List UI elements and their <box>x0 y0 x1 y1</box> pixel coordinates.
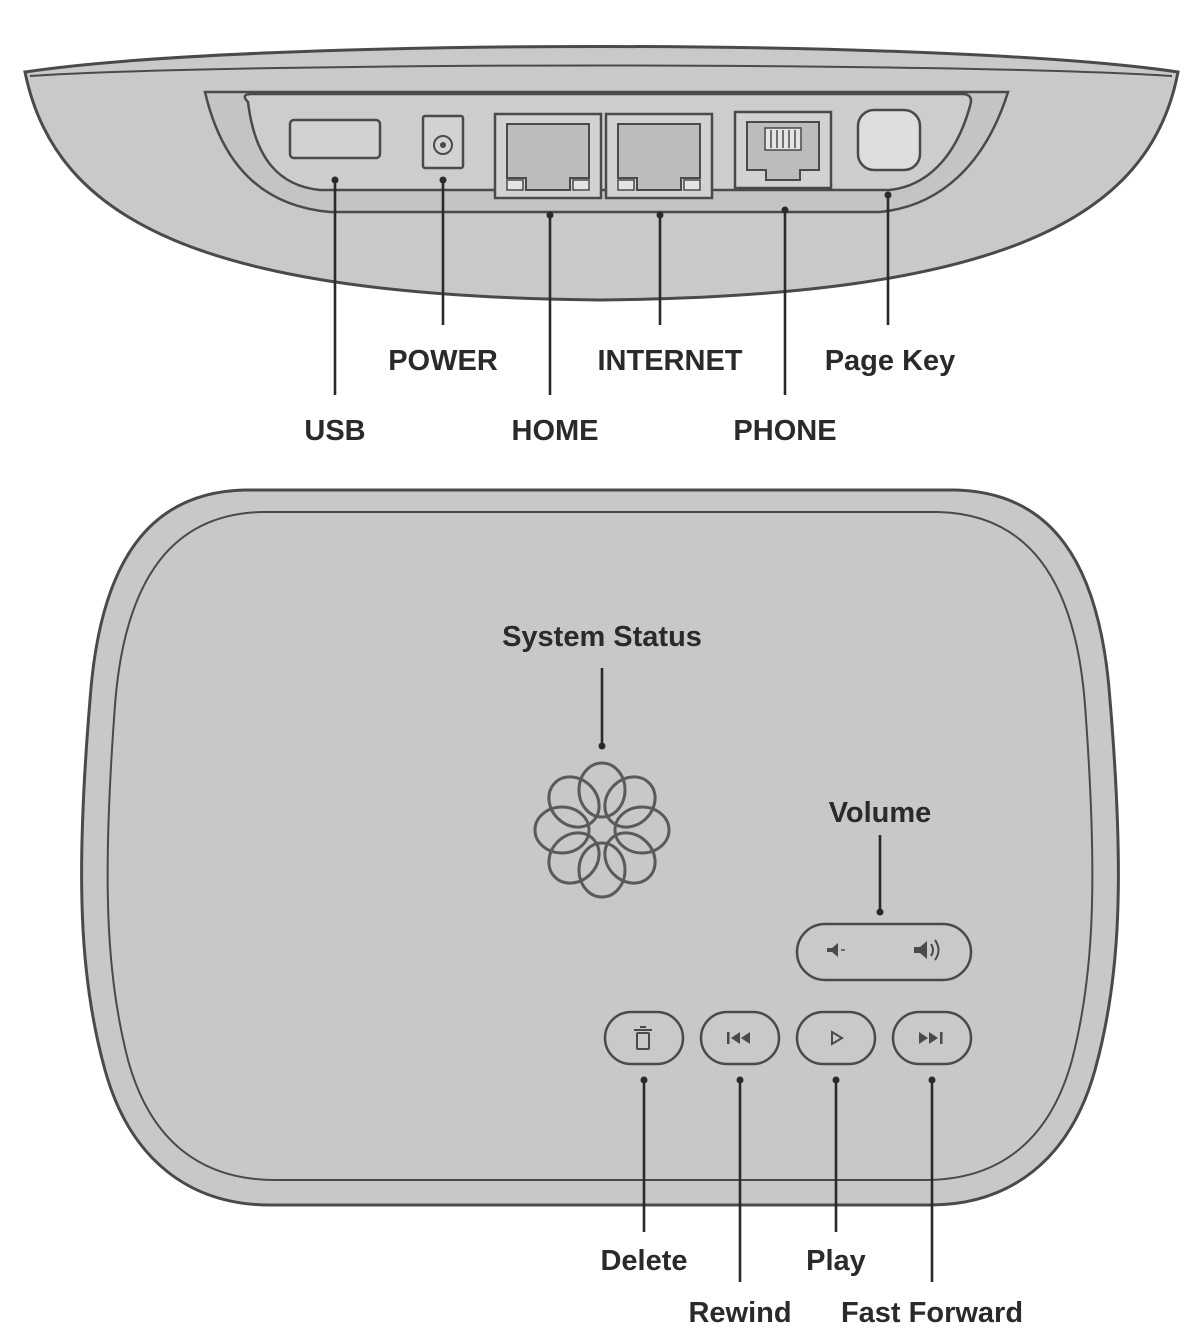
top-leader-lines <box>598 668 936 1282</box>
volume-up-icon[interactable] <box>914 939 940 961</box>
volume-down-icon[interactable] <box>827 943 845 957</box>
rear-rim <box>29 64 1173 77</box>
usb-port-icon[interactable] <box>288 118 382 160</box>
page-key-icon[interactable] <box>856 108 922 172</box>
page-key-label: Page Key <box>825 345 956 377</box>
usb-label: USB <box>304 415 365 447</box>
play-label: Play <box>806 1245 866 1277</box>
phone-label: PHONE <box>733 415 836 447</box>
flower-logo-icon <box>533 761 671 899</box>
play-button[interactable] <box>795 1010 877 1066</box>
fast-forward-button[interactable] <box>891 1010 973 1066</box>
rewind-label: Rewind <box>688 1297 791 1329</box>
ethernet-port-icon[interactable] <box>493 112 603 200</box>
rewind-icon <box>727 1032 750 1044</box>
power-jack-icon[interactable] <box>421 114 465 170</box>
fast-forward-label: Fast Forward <box>841 1297 1023 1329</box>
rear-panel: USB POWER HOME INTERNET PHONE Page Key <box>23 45 1180 447</box>
play-icon <box>831 1030 844 1046</box>
ethernet-port-icon[interactable] <box>604 112 714 200</box>
rewind-button[interactable] <box>699 1010 781 1066</box>
trash-icon <box>634 1026 652 1050</box>
delete-button[interactable] <box>603 1010 685 1066</box>
top-inner-edge <box>106 511 1094 1181</box>
volume-control[interactable] <box>795 922 973 982</box>
rear-leader-lines <box>331 176 892 395</box>
fast-forward-icon <box>919 1032 943 1044</box>
system-status-label: System Status <box>502 621 702 653</box>
internet-label: INTERNET <box>598 345 743 377</box>
power-label: POWER <box>388 345 498 377</box>
home-label: HOME <box>512 415 599 447</box>
top-panel: System Status Volume Delete Rewind Play … <box>80 488 1120 1329</box>
phone-jack-icon[interactable] <box>733 110 833 190</box>
delete-label: Delete <box>600 1245 687 1277</box>
volume-label: Volume <box>829 797 932 829</box>
top-housing <box>80 488 1120 1207</box>
